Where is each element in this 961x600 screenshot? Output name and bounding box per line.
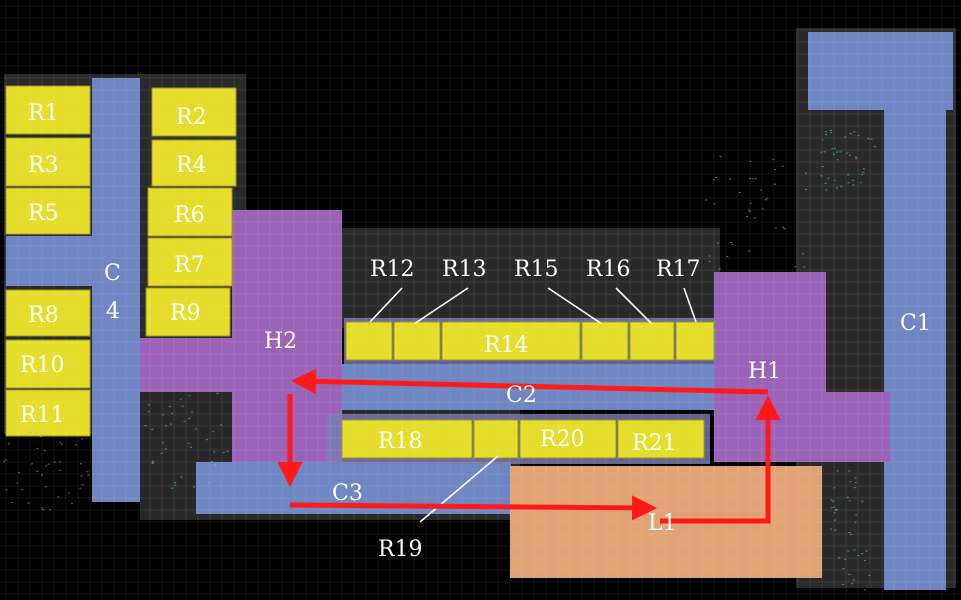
label-r3: R3 <box>28 153 59 178</box>
label-r12: R12 <box>370 257 415 282</box>
label-c4: C 4 <box>104 261 128 324</box>
label-r15: R15 <box>514 257 559 282</box>
room-labels: R1 R2 R3 R4 R5 R6 R7 R8 R9 R10 R11 R12 R… <box>20 101 701 562</box>
route <box>277 368 781 524</box>
label-r7: R7 <box>174 253 205 278</box>
label-r21: R21 <box>632 431 677 456</box>
label-c2: C2 <box>506 383 537 408</box>
label-r2: R2 <box>176 105 207 130</box>
label-r13: R13 <box>442 257 487 282</box>
label-r8: R8 <box>28 303 59 328</box>
route-segment-c3-to-l1 <box>289 495 657 521</box>
label-r6: R6 <box>174 203 205 228</box>
route-segment-l1-to-h1 <box>660 395 781 524</box>
label-r19: R19 <box>378 537 423 562</box>
label-l1: L1 <box>648 511 677 536</box>
label-r17: R17 <box>656 257 701 282</box>
callout-line-r19 <box>419 455 499 523</box>
label-c3: C3 <box>332 481 363 506</box>
callout-line-r12 <box>369 287 403 323</box>
label-r14: R14 <box>484 333 529 358</box>
label-c1: C1 <box>900 311 931 336</box>
label-c4-letter: C <box>104 261 121 286</box>
label-r5: R5 <box>28 201 59 226</box>
callout-line-r13 <box>413 287 469 325</box>
label-r4: R4 <box>176 153 207 178</box>
label-r18: R18 <box>378 429 423 454</box>
label-r16: R16 <box>586 257 631 282</box>
scan-noise <box>3 130 876 591</box>
label-r10: R10 <box>20 353 65 378</box>
label-h1: H1 <box>748 359 781 384</box>
zone-labels: C1 C2 C3 C 4 H1 H2 L1 <box>104 261 931 536</box>
label-r1: R1 <box>28 101 59 126</box>
label-r9: R9 <box>170 301 201 326</box>
callout-line-r17 <box>683 287 697 323</box>
label-r20: R20 <box>540 427 585 452</box>
callout-line-r16 <box>615 287 653 325</box>
label-c4-number: 4 <box>106 299 120 324</box>
route-segment-h1-to-h2 <box>291 368 769 395</box>
label-r11: R11 <box>20 403 65 428</box>
callout-lines <box>369 287 697 523</box>
label-h2: H2 <box>264 329 297 354</box>
callout-line-r15 <box>547 287 603 325</box>
